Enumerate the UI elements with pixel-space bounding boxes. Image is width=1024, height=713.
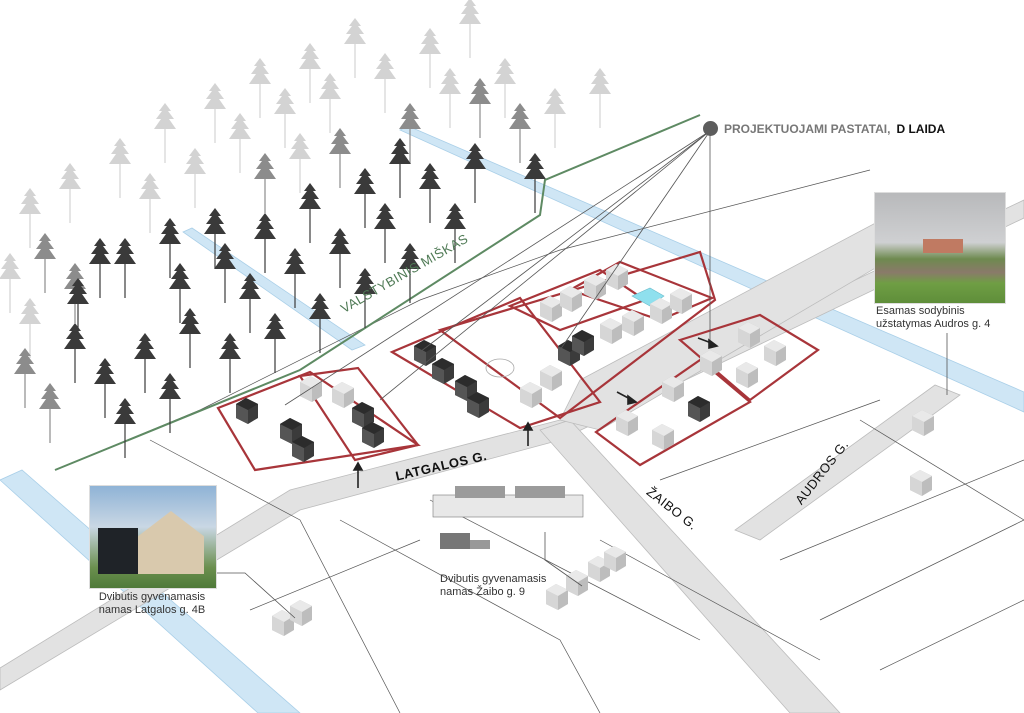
legend-proposed-buildings: PROJEKTUOJAMI PASTATAI, D LAIDA	[703, 121, 945, 136]
roads	[0, 199, 1024, 713]
photo-house-roof	[923, 239, 963, 253]
canals	[0, 125, 1024, 713]
proposed-building-marker-icon	[703, 121, 718, 136]
photo-house-dark-wing	[98, 528, 138, 574]
legend-text: PROJEKTUOJAMI PASTATAI,	[724, 121, 891, 136]
photo-latgalos-4b	[89, 485, 217, 589]
caption-zaibo: Dvibutis gyvenamasis namas Žaibo g. 9	[440, 573, 547, 598]
zaibo-elevation-drawing	[432, 486, 584, 549]
legend-text-bold: D LAIDA	[896, 121, 946, 136]
caption-audros: Esamas sodybinis užstatymas Audros g. 4	[876, 305, 991, 330]
entrance-arrows	[352, 337, 719, 488]
leader-lines	[215, 130, 948, 619]
photo-house-gable	[138, 511, 204, 574]
caption-latgalos: Dvibutis gyvenamasis namas Latgalos g. 4…	[98, 591, 206, 616]
photo-audros-existing	[874, 192, 1006, 304]
roundabout-circle	[485, 358, 515, 378]
forest-boundary	[54, 114, 701, 471]
